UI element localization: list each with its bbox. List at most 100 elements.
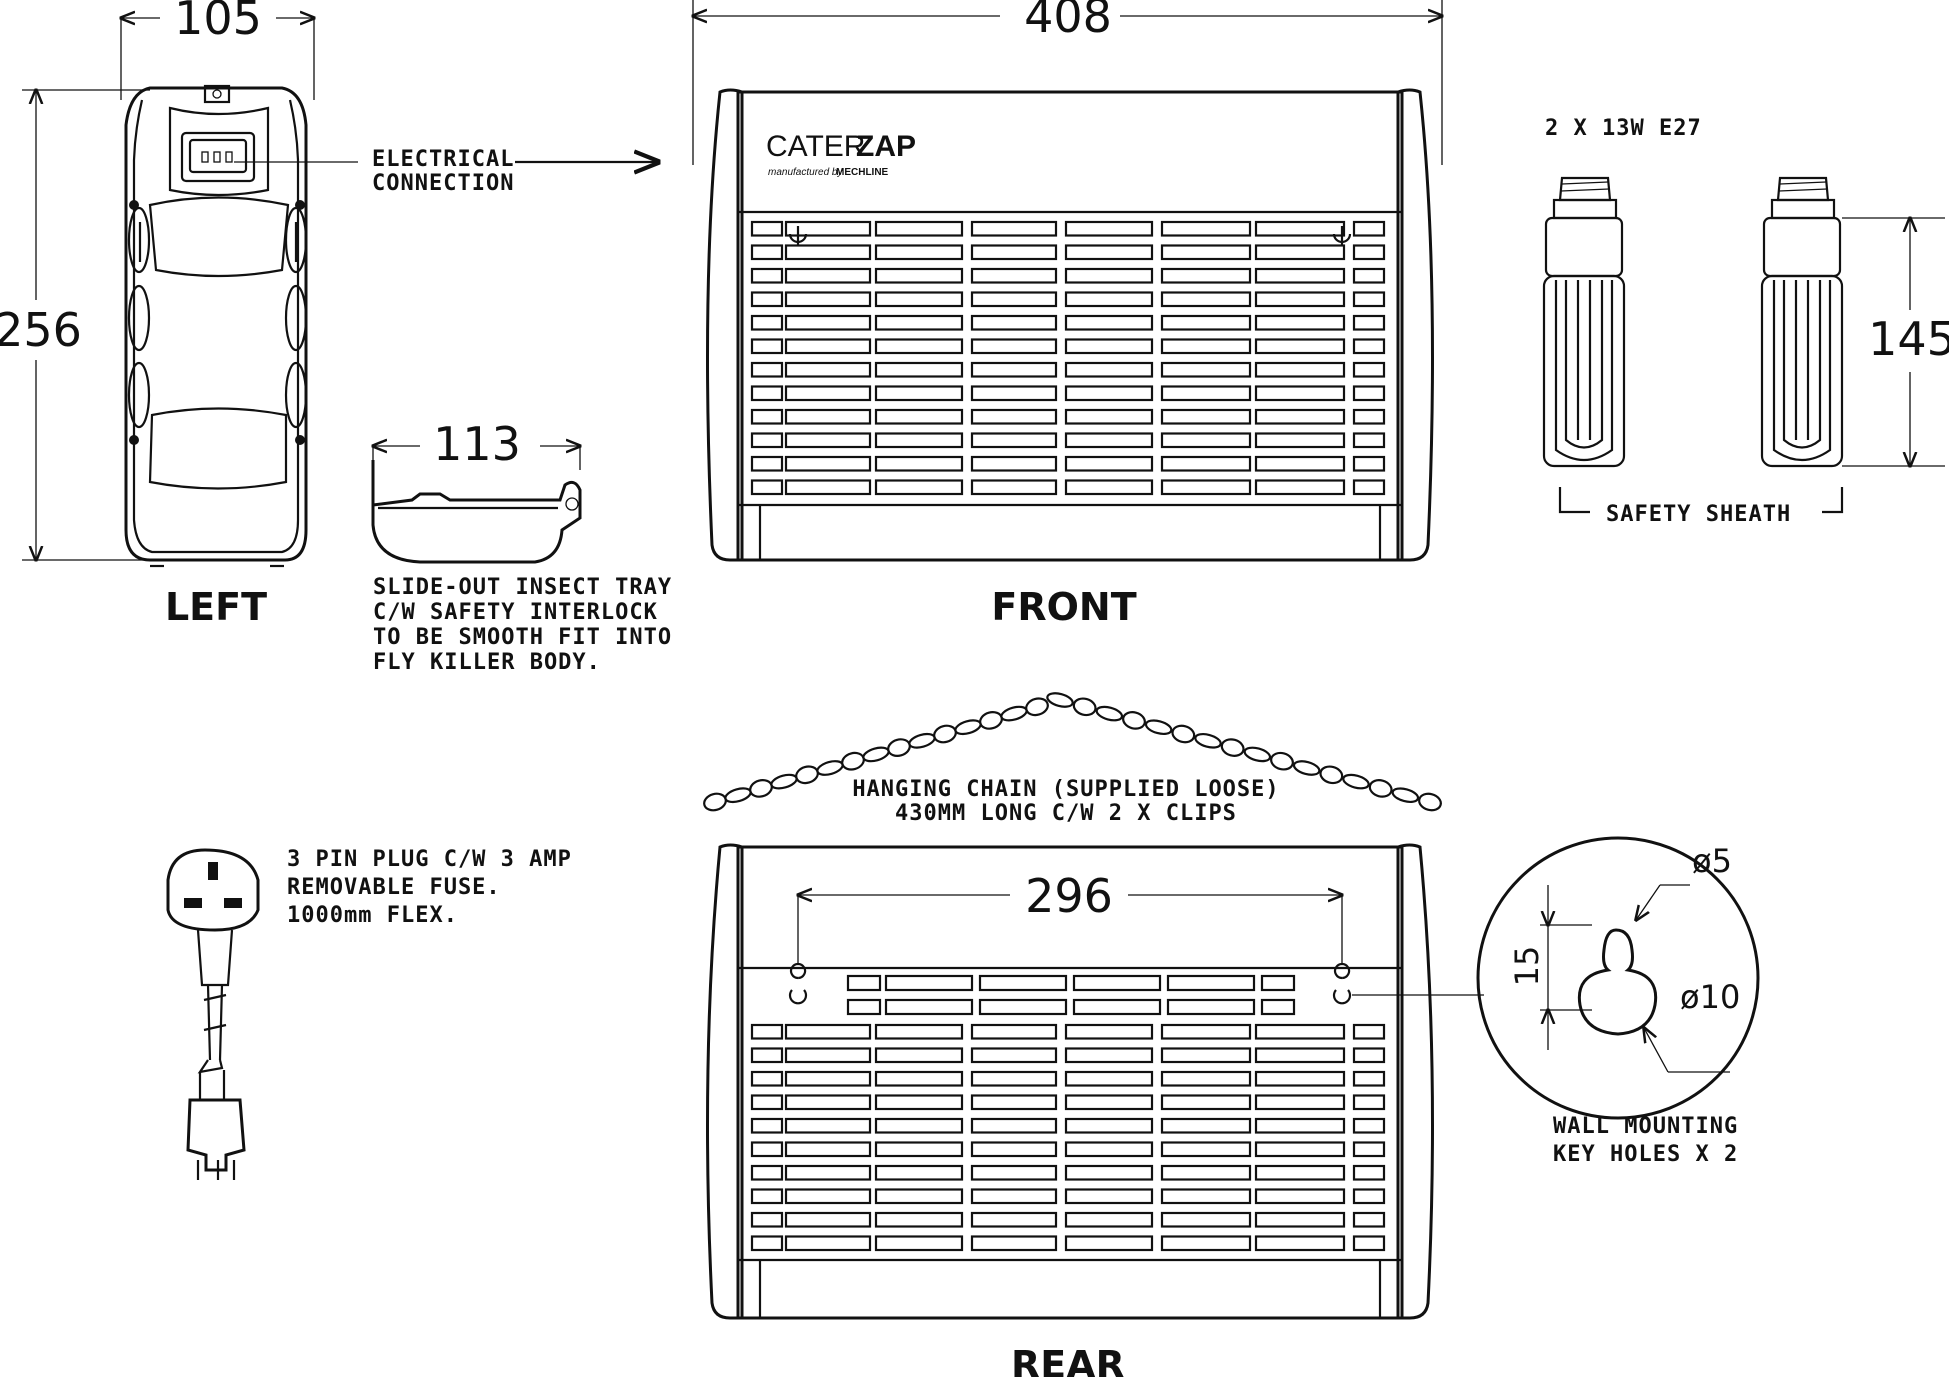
chain-link <box>1122 711 1146 730</box>
grille-slot <box>1352 1188 1386 1205</box>
chain-link <box>1000 705 1028 722</box>
grille-slot <box>750 408 784 425</box>
grille-slot <box>874 1094 964 1111</box>
grille-slot <box>1254 1117 1346 1134</box>
grille-slot <box>970 1235 1058 1252</box>
grille-slot <box>874 361 964 378</box>
grille-slot <box>750 361 784 378</box>
grille-slot <box>970 455 1058 472</box>
grille-slot <box>874 408 964 425</box>
brand-maker: MECHLINE <box>836 167 889 178</box>
chain-link <box>1418 792 1442 812</box>
grille-slot <box>970 1211 1058 1228</box>
grille-slot <box>1352 385 1386 402</box>
chain-link <box>908 732 936 749</box>
grille-slot <box>1160 1188 1252 1205</box>
grille-slot <box>1064 244 1154 261</box>
grille-slot <box>1254 479 1346 496</box>
grille-slot <box>874 1164 964 1181</box>
grille-slot <box>784 220 872 237</box>
lamps: 2 X 13W E27 145 <box>1542 116 1949 527</box>
chain-link <box>770 773 798 790</box>
grille-slot <box>1352 1047 1386 1064</box>
grille-slot <box>874 455 964 472</box>
grille-slot <box>1064 220 1154 237</box>
grille-slot <box>970 338 1058 355</box>
grille-slot <box>1352 1211 1386 1228</box>
grille-slot <box>784 1117 872 1134</box>
grille-slot <box>1352 1141 1386 1158</box>
chain-link <box>795 765 819 785</box>
grille-slot <box>978 998 1068 1016</box>
chain-link <box>933 724 957 744</box>
grille-slot <box>970 1094 1058 1111</box>
grille-slot <box>1352 1235 1386 1252</box>
electrical-line-1: ELECTRICAL <box>372 147 514 172</box>
grille-slot <box>1160 291 1252 308</box>
front-view: 408 CATER ZAP manufactured by MECHLINE F… <box>693 0 1442 629</box>
grille-slot <box>784 314 872 331</box>
grille-slot <box>970 361 1058 378</box>
grille-slot <box>978 974 1068 992</box>
grille-slot <box>1160 267 1252 284</box>
grille-slot <box>1064 1141 1154 1158</box>
view-label-front: FRONT <box>991 585 1136 629</box>
grille-slot <box>750 244 784 261</box>
grille-slot <box>1064 385 1154 402</box>
dim-width-left: 105 <box>174 0 262 45</box>
brand-name-bold: ZAP <box>856 130 916 163</box>
grille-slot <box>970 1117 1058 1134</box>
grille-slot <box>1064 479 1154 496</box>
grille-slot <box>874 314 964 331</box>
grille-slot <box>1160 314 1252 331</box>
grille-slot <box>1160 1164 1252 1181</box>
tray-line-1: SLIDE-OUT INSECT TRAY <box>373 575 672 600</box>
grille-slot <box>1254 385 1346 402</box>
dim-width-front: 408 <box>1024 0 1112 43</box>
grille-slot <box>1254 1070 1346 1087</box>
grille-slot <box>784 1094 872 1111</box>
plug-line-3: 1000mm FLEX. <box>287 903 458 928</box>
plug-line-1: 3 PIN PLUG C/W 3 AMP <box>287 847 572 872</box>
lamp-spec: 2 X 13W E27 <box>1545 116 1702 141</box>
dim-keyhole-small: ø5 <box>1692 842 1732 880</box>
grille-slot <box>1352 408 1386 425</box>
grille-slot <box>970 267 1058 284</box>
brand-tagline: manufactured by <box>768 167 843 178</box>
chain-link <box>703 792 727 812</box>
chain-link <box>979 711 1003 730</box>
grille-slot <box>1254 338 1346 355</box>
view-label-rear: REAR <box>1011 1343 1125 1377</box>
grille-slot <box>750 479 784 496</box>
grille-slot <box>750 314 784 331</box>
grille-slot <box>1254 1141 1346 1158</box>
chain-link <box>1342 773 1370 790</box>
electrical-note: ELECTRICAL CONNECTION <box>234 147 658 196</box>
grille-slot <box>1160 1070 1252 1087</box>
grille-slot <box>750 1211 784 1228</box>
grille-slot <box>1160 220 1252 237</box>
grille-slot <box>784 267 872 284</box>
chain-link <box>1292 760 1321 776</box>
grille-slot <box>784 1211 872 1228</box>
grille-slot <box>874 385 964 402</box>
chain-link <box>1270 751 1294 771</box>
sheath-label: SAFETY SHEATH <box>1606 502 1791 527</box>
chain-link <box>841 751 865 771</box>
grille-slot <box>750 267 784 284</box>
grille-slot <box>1064 291 1154 308</box>
grille-slot <box>874 479 964 496</box>
grille-slot <box>1160 1117 1252 1134</box>
grille-slot <box>1064 1117 1154 1134</box>
grille-slot <box>1160 1094 1252 1111</box>
wall-line-2: KEY HOLES X 2 <box>1553 1142 1738 1167</box>
grille-slot <box>750 1047 784 1064</box>
tray-line-4: FLY KILLER BODY. <box>373 650 601 675</box>
grille-slot <box>874 432 964 449</box>
grille-slot <box>750 1188 784 1205</box>
grille-slot <box>1254 432 1346 449</box>
grille-slot <box>1352 455 1386 472</box>
grille-slot <box>1072 998 1162 1016</box>
grille-slot <box>750 291 784 308</box>
dim-height-left: 256 <box>0 303 82 357</box>
